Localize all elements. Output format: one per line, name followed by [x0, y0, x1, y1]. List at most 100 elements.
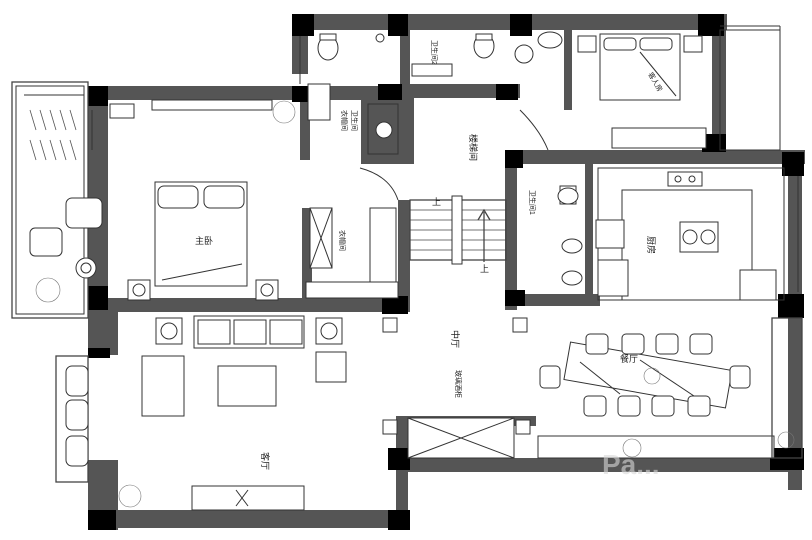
centerpiece — [643, 367, 661, 385]
label-up-1: 上 — [432, 197, 441, 207]
bed-fold — [639, 51, 677, 97]
label-kitchen: 厨房 — [646, 236, 657, 254]
burner-icon — [674, 175, 682, 183]
chair — [651, 395, 675, 417]
sink-bowl — [682, 229, 698, 245]
armchair — [141, 355, 185, 417]
dining-chairs — [539, 333, 751, 417]
sofa-cushion — [197, 319, 231, 345]
middle-hall: 中厅 玻璃酒柜 — [382, 317, 531, 459]
chair — [729, 365, 751, 389]
side-table — [155, 317, 183, 345]
wall-bath1-bottom — [505, 294, 600, 306]
wall-stair-left — [398, 200, 410, 310]
lamp-icon — [132, 283, 146, 297]
wall-master-bottom — [88, 298, 410, 312]
wall-master-left — [88, 86, 108, 300]
label-up-2: 上 — [480, 264, 489, 274]
basin — [561, 270, 583, 286]
sink-small — [375, 121, 393, 139]
column — [88, 86, 108, 106]
label-middle-hall: 中厅 — [450, 330, 461, 348]
column — [505, 150, 523, 168]
label-dining-room: 餐厅 — [620, 353, 638, 364]
column — [778, 294, 804, 318]
hanging-rail — [305, 281, 399, 299]
walkin-closet: 衣帽间 衣帽间 — [305, 83, 399, 299]
column — [88, 286, 108, 310]
wall-dining-bottom — [396, 458, 801, 472]
plant — [777, 431, 795, 449]
chair — [539, 365, 561, 389]
wall-bath1-right — [585, 160, 593, 300]
walls — [88, 14, 805, 530]
basin — [561, 238, 583, 254]
tv-cabinet — [151, 99, 273, 111]
wine-cabinet-x — [407, 417, 515, 459]
closet-x — [309, 207, 333, 269]
side-table-inner — [80, 262, 92, 274]
bay-seat — [65, 399, 89, 431]
chair — [585, 333, 609, 355]
accent-chair — [315, 351, 347, 383]
balcony — [11, 81, 103, 319]
armchair — [29, 227, 63, 257]
burner-icon — [688, 175, 696, 183]
label-living-room: 客厅 — [260, 452, 271, 470]
basin — [537, 31, 563, 49]
drain-icon — [375, 33, 385, 43]
column — [388, 448, 410, 470]
label-wine-cabinet: 玻璃酒柜 — [454, 370, 463, 398]
chair — [617, 395, 641, 417]
column — [698, 14, 724, 36]
bed-fold — [161, 263, 243, 281]
fridge — [595, 219, 625, 249]
dining-room: 餐厅 — [537, 317, 803, 459]
stove — [667, 171, 703, 187]
column — [382, 296, 408, 314]
lamp-icon — [320, 322, 338, 340]
nightstand — [255, 279, 279, 301]
windows — [91, 25, 799, 292]
column-marker — [515, 419, 531, 435]
chair — [687, 395, 711, 417]
dining-window — [771, 317, 803, 459]
counter — [411, 63, 453, 77]
dressing-table — [307, 83, 331, 121]
pillow — [157, 185, 199, 209]
table-hatch — [579, 361, 621, 395]
kitchen-sink — [679, 221, 719, 253]
wall-right — [788, 150, 802, 490]
master-bedroom: 主卧 — [109, 99, 296, 301]
wall-bath1-left — [505, 150, 517, 310]
tv-cabinet — [191, 485, 305, 511]
wall-guest-left — [564, 30, 572, 110]
side-table — [75, 257, 97, 279]
watermark: Pa... — [602, 449, 660, 480]
plant — [118, 484, 142, 508]
toilet — [557, 187, 579, 205]
kitchen: 厨房 — [595, 167, 785, 301]
stair-arrow-head — [477, 208, 491, 221]
column — [496, 84, 518, 100]
dining-table — [563, 341, 733, 409]
label-bathroom-3: 卫生间 — [350, 110, 359, 131]
lamp-icon — [160, 322, 178, 340]
label-stair-hall: 楼梯间 — [468, 134, 479, 161]
column — [292, 86, 312, 102]
column — [388, 14, 408, 36]
bay-seat — [65, 435, 89, 467]
guest-room: 客人房 — [577, 29, 781, 151]
nightstand — [577, 35, 597, 53]
sofa-cushion — [269, 319, 303, 345]
columns — [88, 14, 804, 530]
wall-mid-horizontal — [400, 84, 520, 98]
stair-hall: 楼梯间 上 上 — [359, 109, 549, 274]
column-marker — [512, 317, 528, 333]
chair — [689, 333, 713, 355]
closet-cabinet — [369, 207, 397, 289]
plant — [622, 438, 642, 458]
plant — [272, 100, 296, 124]
